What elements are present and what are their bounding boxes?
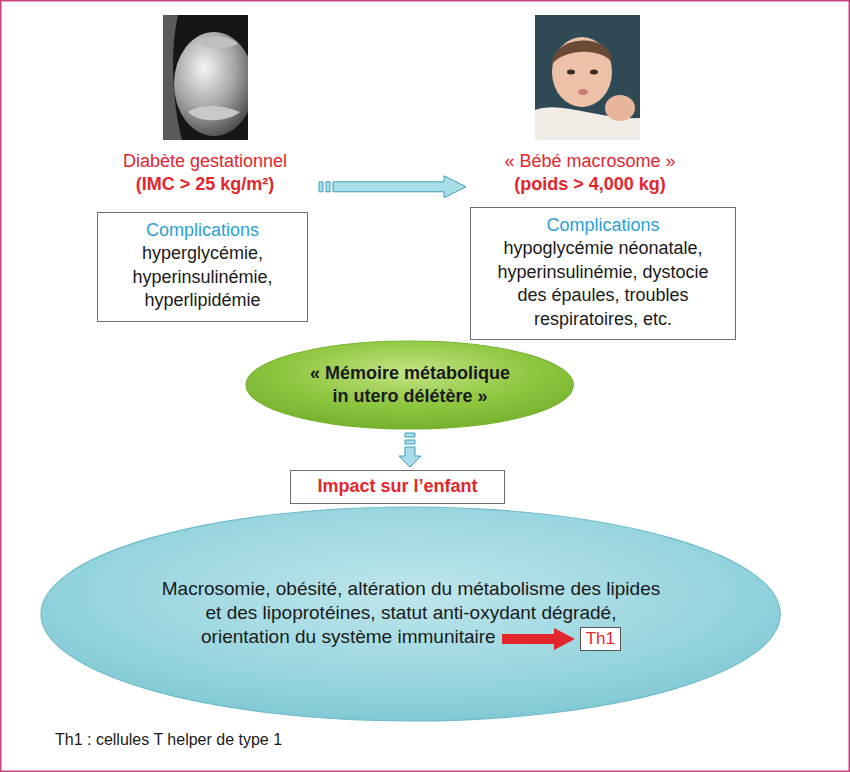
baby-eye [590,70,598,75]
pointer-arrow-shape [502,628,575,650]
impact-ellipse: Macrosomie, obésité, altération du métab… [40,506,781,722]
photo-ground [535,15,640,140]
baby-face [552,37,612,107]
baby-mouth [578,89,588,95]
th1-box: Th1 [580,627,621,651]
ellipse-content: Macrosomie, obésité, altération du métab… [160,577,662,651]
ellipse-shape [41,507,780,721]
baby-eye [567,70,575,75]
outcome-name: « Bébé macrosome » [470,150,710,173]
hand [196,36,238,48]
box-body: hyperglycémie, hyperinsulinémie, hyperli… [110,242,295,312]
condition-label: Diabète gestationnel(IMC > 25 kg/m²) [95,150,315,197]
condition-name: Diabète gestationnel [95,150,315,173]
box-body: hypoglycémie néonatale, hyperinsulinémie… [483,237,723,331]
arrow-shape [319,182,323,192]
ellipse-outline [245,340,574,430]
block-arrow [399,433,421,467]
belly [174,32,248,136]
baby-photo [535,15,640,140]
box-heading: Complications [483,214,723,237]
footnote: Th1 : cellules T helper de type 1 [55,730,282,751]
arrow-shape [405,440,415,444]
outcome-label: « Bébé macrosome »(poids > 4,000 kg) [470,150,710,197]
box-text: Th1 [586,628,615,650]
outcome-detail: (poids > 4,000 kg) [470,173,710,196]
ellipse-content: « Mémoire métabolique in utero délétère … [304,362,516,409]
ellipse-text: « Mémoire métabolique in utero délétère … [304,362,516,409]
hand [188,106,240,120]
pointer-arrow [502,627,576,651]
pregnancy-photo [163,15,248,140]
baby-hand [605,95,635,121]
box-heading: Impact sur l’enfant [299,475,496,498]
baby-hair [552,40,612,64]
box-heading: Complications [110,219,295,242]
memory-ellipse: « Mémoire métabolique in utero délétère … [245,340,574,430]
ellipse-shape [246,341,573,429]
block-arrow [319,176,466,198]
arrow-shape [405,433,415,437]
condition-detail: (IMC > 25 kg/m²) [95,173,315,196]
complications-box: Complicationshypoglycémie néonatale, hyp… [470,207,736,340]
arrow-shape [333,176,466,198]
arrow-shape [326,182,330,192]
impact-box: Impact sur l’enfant [290,470,505,504]
complications-box: Complicationshyperglycémie, hyperinsulin… [97,212,308,322]
arrow-shape [399,447,421,467]
